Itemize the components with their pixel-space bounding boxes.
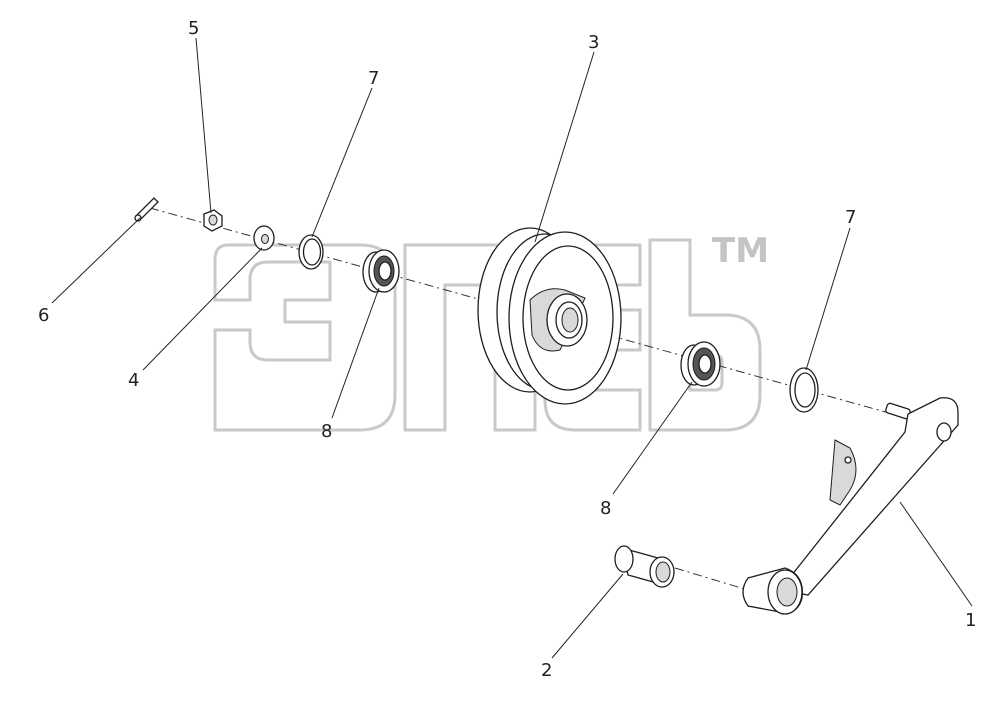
callout-6: 6	[38, 305, 49, 326]
callout-4: 4	[128, 370, 139, 391]
leader-1	[899, 501, 973, 607]
leader-3	[534, 51, 595, 243]
assembly-axes	[149, 207, 901, 591]
leader-lines	[51, 37, 973, 659]
callout-8-right: 8	[600, 498, 611, 519]
cotter-pin-icon	[134, 197, 159, 222]
leader-7a	[311, 87, 373, 238]
leader-4	[142, 247, 263, 371]
ball-bearing-icon	[680, 341, 721, 387]
leader-8a	[331, 287, 380, 419]
callout-labels: 1 2 3 4 5 6 7 7 8 8	[38, 18, 976, 681]
callout-8-left: 8	[321, 421, 332, 442]
cotter-pin	[134, 197, 159, 222]
leader-5	[195, 37, 212, 214]
bushing	[614, 545, 675, 588]
callout-7-left: 7	[368, 68, 379, 89]
tensioner-arm	[742, 397, 959, 615]
callout-3: 3	[588, 32, 599, 53]
leader-8b	[612, 381, 693, 495]
callout-1: 1	[965, 610, 976, 631]
pulley-icon	[477, 227, 622, 405]
hex-nut-icon	[203, 209, 223, 232]
bearing-left	[362, 249, 400, 293]
watermark-trademark: TM	[712, 231, 769, 271]
lever-arm-icon	[742, 397, 959, 615]
pulley	[477, 227, 622, 405]
snap-ring-icon	[298, 234, 324, 270]
snap-ring-icon	[789, 367, 819, 413]
callout-7-right: 7	[845, 207, 856, 228]
ball-bearing-icon	[362, 249, 400, 293]
callout-5: 5	[188, 18, 199, 39]
leader-7b	[805, 227, 851, 371]
washer-icon	[253, 225, 275, 251]
leader-2	[551, 573, 624, 659]
nut	[203, 209, 223, 232]
leader-6	[51, 217, 141, 304]
retaining-ring-right	[789, 367, 819, 413]
retaining-ring-left	[298, 234, 324, 270]
callout-2: 2	[541, 660, 552, 681]
washer	[253, 225, 275, 251]
bearing-right	[680, 341, 721, 387]
sleeve-icon	[614, 545, 675, 588]
